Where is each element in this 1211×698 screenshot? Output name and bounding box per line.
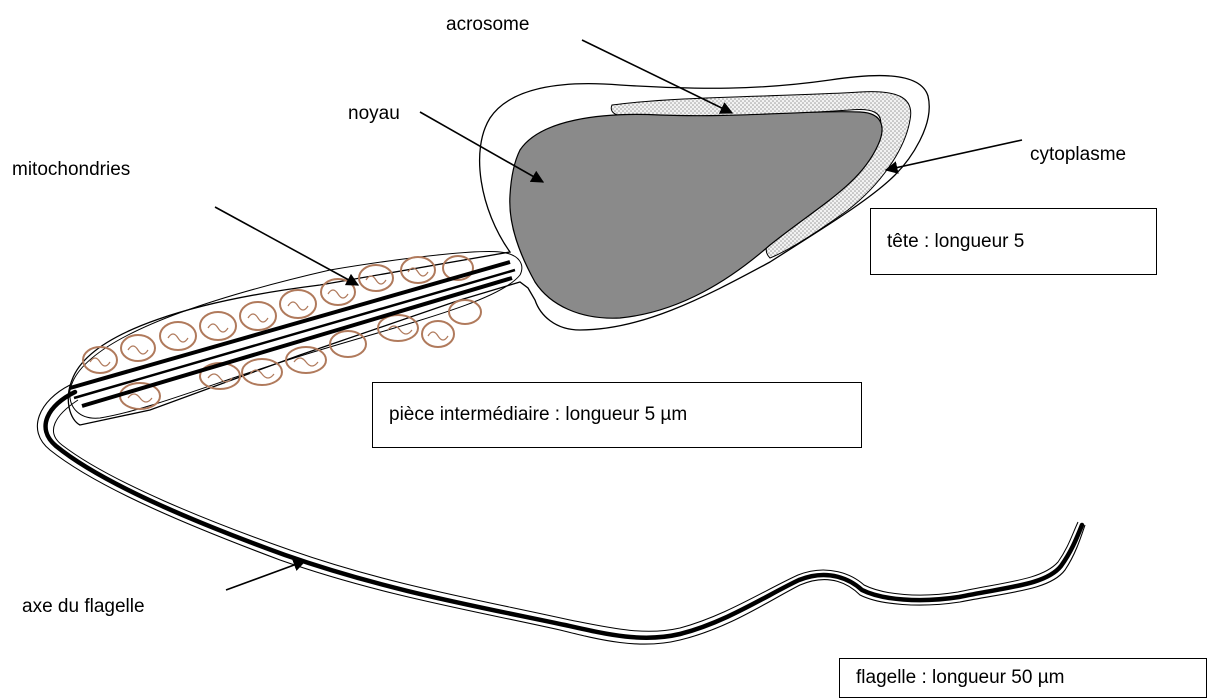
label-cytoplasme: cytoplasme: [1030, 144, 1126, 165]
label-mitochondries: mitochondries: [12, 159, 130, 180]
arrow-cytoplasme: [886, 140, 1022, 170]
label-acrosome: acrosome: [446, 14, 529, 35]
label-axe-flagelle: axe du flagelle: [22, 596, 145, 617]
box-tete: tête : longueur 5: [870, 208, 1157, 275]
label-noyau: noyau: [348, 103, 400, 124]
arrow-mitochondries: [215, 207, 358, 285]
box-piece-intermediaire: pièce intermédiaire : longueur 5 µm: [372, 382, 862, 448]
arrow-axe-flagelle: [226, 561, 305, 590]
box-flagelle: flagelle : longueur 50 µm: [839, 658, 1207, 698]
